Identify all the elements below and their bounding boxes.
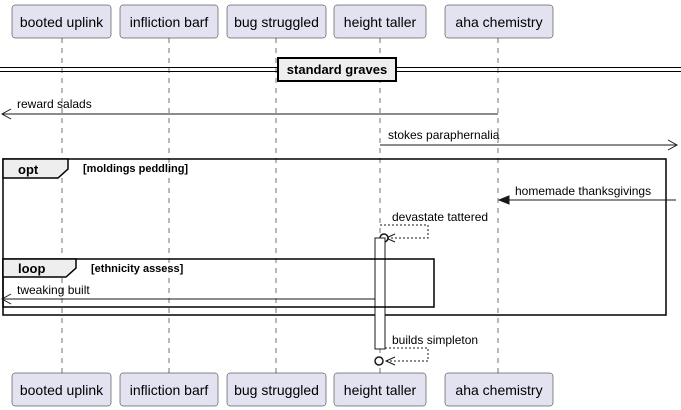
- frame-keyword: loop: [18, 261, 45, 276]
- participant-bottom-booted-uplink: booted uplink: [11, 372, 112, 407]
- message-homemade-thanksgivings: homemade thanksgivings: [497, 184, 676, 205]
- message-label: tweaking built: [17, 283, 90, 297]
- message-label: reward salads: [17, 97, 92, 111]
- participant-label: height taller: [344, 14, 417, 30]
- message-label: homemade thanksgivings: [515, 184, 651, 198]
- divider-label: standard graves: [287, 62, 387, 77]
- participant-label: height taller: [344, 382, 417, 398]
- frame-loop: loop [ethnicity assess]: [2, 258, 435, 308]
- frame-opt: opt [moldings peddling]: [2, 158, 667, 316]
- participant-bottom-bug-struggled: bug struggled: [226, 372, 327, 407]
- participant-label: infliction barf: [130, 382, 209, 398]
- participant-bottom-aha-chemistry: aha chemistry: [444, 372, 554, 407]
- participant-label: bug struggled: [234, 382, 319, 398]
- message-builds-simpleton: builds simpleton: [374, 333, 478, 366]
- participant-top-aha-chemistry: aha chemistry: [444, 4, 554, 39]
- participant-label: booted uplink: [20, 14, 104, 30]
- message-devastate-tattered: devastate tattered: [379, 210, 488, 243]
- message-tweaking-built: tweaking built: [0, 283, 375, 305]
- participant-label: aha chemistry: [455, 382, 542, 398]
- activation-bar: [374, 237, 386, 350]
- participant-label: booted uplink: [20, 382, 104, 398]
- participant-bottom-height-taller: height taller: [333, 372, 427, 407]
- participant-bottom-infliction-barf: infliction barf: [119, 372, 219, 407]
- participant-top-bug-struggled: bug struggled: [226, 4, 327, 39]
- divider-standard-graves: standard graves: [0, 57, 681, 82]
- message-label: devastate tattered: [392, 210, 488, 224]
- participant-label: aha chemistry: [455, 14, 542, 30]
- frame-keyword: opt: [18, 162, 39, 177]
- message-reward-salads: reward salads: [0, 97, 498, 120]
- participant-top-infliction-barf: infliction barf: [119, 4, 219, 39]
- participant-label: bug struggled: [234, 14, 319, 30]
- participant-top-height-taller: height taller: [333, 4, 427, 39]
- participant-label: infliction barf: [130, 14, 209, 30]
- message-stokes-paraphernalia: stokes paraphernalia: [380, 128, 679, 151]
- message-label: stokes paraphernalia: [388, 128, 500, 142]
- frame-guard: [ethnicity assess]: [91, 263, 184, 275]
- message-label: builds simpleton: [392, 333, 478, 347]
- participant-top-booted-uplink: booted uplink: [11, 4, 112, 39]
- frame-guard: [moldings peddling]: [83, 163, 188, 175]
